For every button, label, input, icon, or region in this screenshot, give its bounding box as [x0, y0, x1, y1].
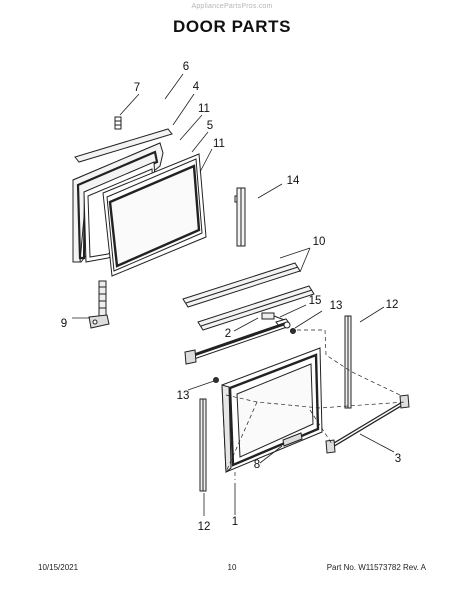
callout-6: 6	[183, 61, 189, 73]
part-5-glass-panel	[102, 153, 207, 277]
callout-5: 5	[207, 120, 213, 132]
callout-3: 3	[395, 453, 401, 465]
footer-page-number: 10	[227, 563, 237, 572]
callout-leaders	[72, 73, 395, 516]
part-12-side-trim-right	[344, 315, 352, 409]
callout-7: 7	[134, 82, 140, 94]
callout-8: 8	[254, 459, 260, 471]
part-13-fastener-lower	[213, 377, 219, 383]
callout-11-upper: 11	[198, 103, 210, 115]
callout-4: 4	[193, 81, 200, 93]
callout-12-lower: 12	[198, 521, 211, 533]
callout-15: 15	[309, 295, 322, 307]
part-8-badge	[282, 432, 303, 447]
callout-13-lower: 13	[177, 390, 190, 402]
assembly-dashed-lines	[225, 329, 406, 480]
part-9-hinge	[88, 280, 110, 329]
part-6-trim-strip	[74, 128, 173, 163]
callout-9: 9	[61, 318, 67, 330]
callout-14: 14	[287, 175, 300, 187]
footer-part-number: Part No. W11573782 Rev. A	[326, 563, 426, 572]
callout-2: 2	[225, 328, 231, 340]
part-2-hinge-bracket	[184, 321, 291, 365]
page-title: DOOR PARTS	[172, 17, 292, 36]
part-12-side-trim-left	[199, 398, 207, 492]
part-10-door-channel-lower	[197, 285, 315, 331]
callout-13-upper: 13	[330, 300, 343, 312]
part-14-hinge-receptacle	[234, 187, 246, 247]
callout-11-lower: 11	[213, 138, 225, 150]
callout-1: 1	[232, 516, 238, 528]
footer-date: 10/15/2021	[38, 563, 79, 572]
watermark: AppliancePartsPros.com	[191, 3, 273, 10]
callout-10: 10	[313, 236, 326, 248]
part-13-fastener-upper	[290, 328, 296, 334]
part-7-screw	[114, 116, 122, 130]
callout-12-upper: 12	[386, 299, 399, 311]
part-3-handle	[325, 394, 410, 454]
